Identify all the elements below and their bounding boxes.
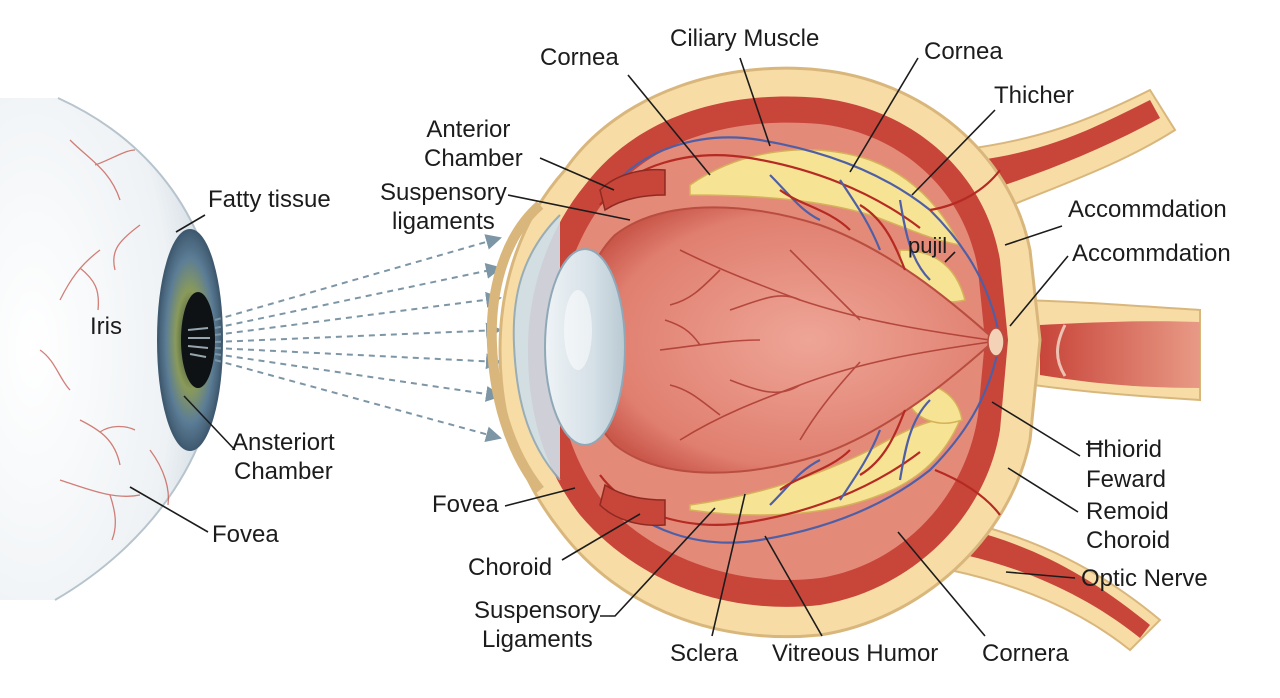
label-ansteriort-chamber-line2: Chamber [233, 458, 333, 485]
label-suspensory-ligaments-top: Suspensory ligaments [380, 178, 507, 236]
label-ansteriort-chamber-line1: Ansteriort [232, 429, 335, 456]
label-suspensory-top-line1: Suspensory [380, 179, 507, 206]
label-suspensory-bottom-line1: Suspensory [474, 597, 601, 624]
label-pupil: pujil [908, 233, 948, 258]
label-ciliary-muscle: Ciliary Muscle [670, 25, 820, 52]
label-suspensory-top-line2: ligaments [392, 208, 495, 235]
label-anterior-chamber: Anterior Chamber [414, 115, 523, 173]
label-choroid-left: Choroid [468, 554, 553, 581]
label-fovea-mid: Fovea [432, 491, 499, 518]
label-accommodation-1: Accommdation [1068, 196, 1227, 223]
label-cornea-top-left: Cornea [540, 44, 619, 71]
label-choroid-right: Choroid [1086, 527, 1171, 554]
label-thicher: Thicher [994, 82, 1075, 109]
external-eyeball [0, 97, 223, 601]
label-remoid: Remoid [1086, 498, 1169, 525]
label-feward: Feward [1086, 466, 1167, 493]
light-rays [214, 234, 502, 443]
label-hhiorid: Ħhiorid [1086, 436, 1163, 463]
label-sclera: Sclera [670, 640, 739, 667]
label-iris: Iris [90, 313, 122, 340]
label-optic-nerve: Optic Nerve [1081, 565, 1208, 592]
label-ansteriort-chamber: Ansteriort Chamber [232, 428, 335, 486]
label-suspensory-bottom-line2: Ligaments [482, 626, 593, 653]
label-vitreous-humor: Vitreous Humor [772, 640, 939, 667]
label-fatty-tissue: Fatty tissue [208, 186, 331, 213]
label-suspensory-ligaments-bottom: Suspensory Ligaments [474, 596, 601, 654]
eye-cross-section [486, 66, 1201, 652]
label-anterior-chamber-line1: Anterior [426, 116, 511, 143]
label-anterior-chamber-line2: Chamber [424, 145, 523, 172]
leader-lines [129, 57, 1081, 637]
label-cornera: Cornera [982, 640, 1069, 667]
label-accommodation-2: Accommdation [1072, 240, 1231, 267]
label-fovea-left: Fovea [212, 521, 279, 548]
label-cornea-top-right: Cornea [924, 38, 1003, 65]
